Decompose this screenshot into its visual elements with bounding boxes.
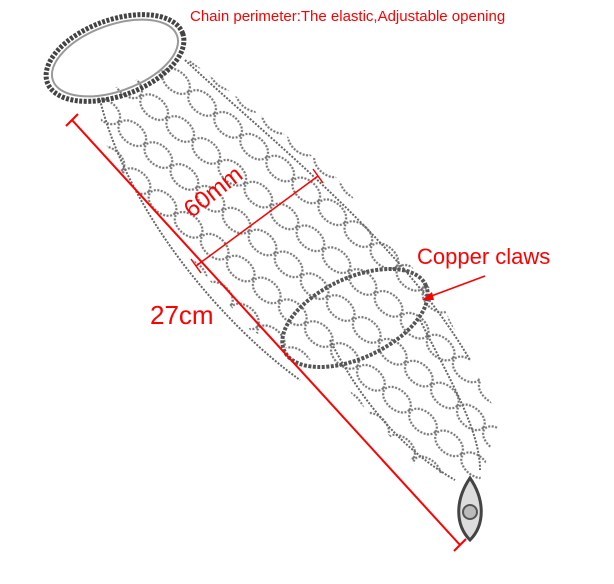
perimeter-note: Chain perimeter:The elastic,Adjustable o… (190, 8, 506, 25)
wrist-bracelet-ring (43, 12, 187, 104)
finger-ring (280, 267, 430, 369)
teardrop-pendant (457, 475, 483, 543)
copper-claws-arrow (422, 275, 486, 300)
length-measure-line (65, 113, 467, 552)
side-chains (99, 59, 481, 481)
length-label: 27cm (150, 300, 214, 330)
copper-claws-label: Copper claws (417, 244, 551, 269)
width-measure-line (190, 168, 324, 274)
